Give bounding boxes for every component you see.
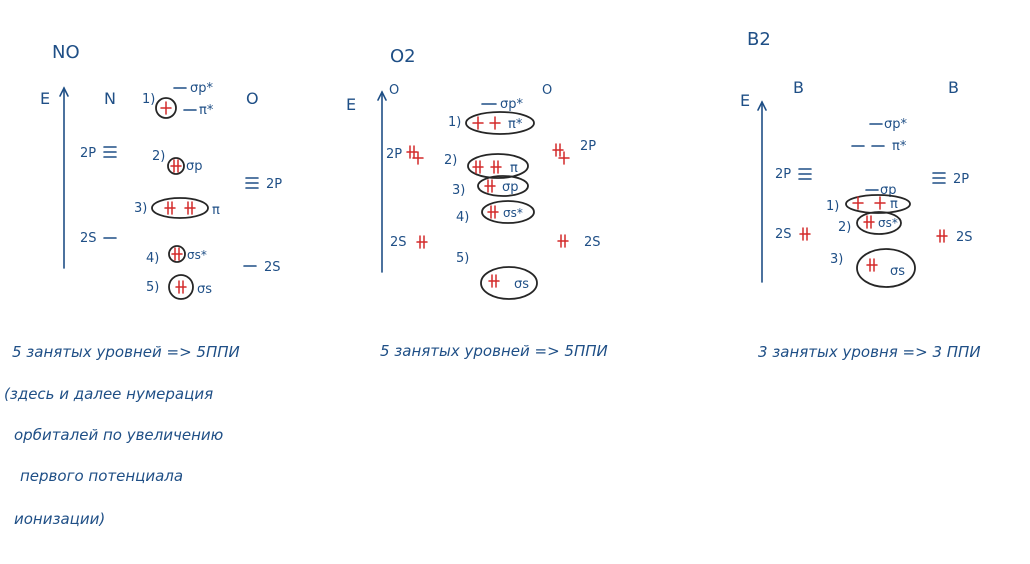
mo-number: 4) (146, 251, 159, 266)
right-level-2p: 2P (953, 172, 969, 187)
no-summary: 5 занятых уровней => 5ППИ (12, 343, 240, 361)
mo-label: σs* (503, 206, 523, 220)
mo-label: σp* (500, 97, 523, 112)
mo-number: 3) (452, 183, 465, 198)
mo-label: π* (892, 139, 907, 154)
mo-number: 1) (448, 115, 461, 130)
o2-summary: 5 занятых уровней => 5ППИ (380, 342, 608, 360)
right-level-2s: 2S (584, 235, 601, 250)
energy-axis-arrow (59, 87, 69, 269)
mo-label: π (890, 197, 898, 212)
energy-axis-arrow (757, 101, 767, 283)
right-atom-label: O (246, 89, 259, 108)
mo-label: π* (199, 103, 214, 118)
energy-label: E (346, 95, 356, 114)
right-level-2p: 2P (580, 139, 596, 154)
panel-title: B2 (747, 29, 771, 50)
mo-number: 2) (152, 149, 165, 164)
mo-number: 2) (444, 153, 457, 168)
no-remark-line-2: орбиталей по увеличению (14, 426, 223, 444)
panel-title: O2 (390, 46, 416, 67)
mo-label: π (510, 161, 518, 176)
panel-o2: O2 E O O 2P 2S 2P 2S σp* 1) π* 2) π 3) σ… (346, 46, 601, 300)
mo-label: σs (197, 282, 212, 297)
right-atom-label: B (948, 78, 959, 97)
right-level-2s: 2S (956, 230, 973, 245)
mo-number: 4) (456, 210, 469, 225)
mo-label: σp (880, 183, 897, 198)
left-level-2p: 2P (80, 146, 96, 161)
no-remark-line-4: ионизации) (14, 510, 105, 528)
right-level-2p: 2P (266, 177, 282, 192)
mo-number: 5) (146, 280, 159, 295)
energy-label: E (740, 91, 750, 110)
right-atom-label: O (542, 83, 552, 98)
mo-label: σp (186, 159, 203, 174)
no-remark-line-1: (здесь и далее нумерация (4, 385, 213, 403)
mo-number: 1) (826, 199, 839, 214)
mo-label: σp (502, 180, 519, 195)
panel-title: NO (52, 42, 80, 63)
mo-label: σs* (878, 216, 898, 230)
energy-label: E (40, 89, 50, 108)
energy-axis-arrow (377, 91, 387, 273)
left-atom-label: N (104, 89, 116, 108)
mo-number: 3) (830, 252, 843, 267)
left-atom-label: B (793, 78, 804, 97)
notes: 5 занятых уровней => 5ППИ (здесь и далее… (4, 342, 981, 528)
panel-no: NO E N O 2P 2S 2P 2S 1) σp* π* 2) σp 3) (40, 42, 282, 300)
mo-number: 3) (134, 201, 147, 216)
mo-number: 2) (838, 220, 851, 235)
b2-summary: 3 занятых уровня => 3 ППИ (758, 343, 981, 361)
mo-label: σs* (187, 248, 207, 262)
right-level-2s: 2S (264, 260, 281, 275)
panel-b2: B2 E B B 2P 2S 2P 2S σp* π* σp 1) π 2) (740, 29, 973, 288)
mo-label: π (212, 203, 220, 218)
mo-label: σp* (884, 117, 907, 132)
mo-label: σs (890, 264, 905, 279)
left-level-2p: 2P (386, 147, 402, 162)
mo-label: σs (514, 277, 529, 292)
mo-number: 5) (456, 251, 469, 266)
no-remark-line-3: первого потенциала (20, 467, 183, 485)
left-atom-label: O (389, 83, 399, 98)
mo-label: π* (508, 117, 523, 132)
mo-number: 1) (142, 92, 155, 107)
left-level-2s: 2S (80, 231, 97, 246)
mo-label: σp* (190, 81, 213, 96)
left-level-2p: 2P (775, 167, 791, 182)
left-level-2s: 2S (390, 235, 407, 250)
left-level-2s: 2S (775, 227, 792, 242)
